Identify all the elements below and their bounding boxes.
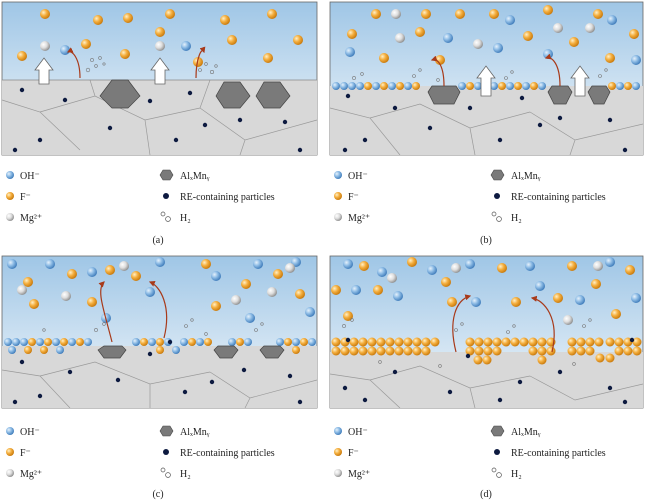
legend-al-label: AlₓMnᵧ [180,427,210,438]
hydrogen-bubbles [85,56,218,75]
legend-f-label: F⁻ [20,448,31,459]
legend-oh-label: OH⁻ [20,171,40,182]
legend-mg-label: Mg²⁺ [348,469,370,480]
rare-earth-particles [12,87,303,153]
legend-d: OH⁻ F⁻ Mg²⁺ AlₓMnᵧ RE-containing particl… [334,425,606,500]
cathodic-arrows [66,46,206,79]
legend-h2-label: H₂ [511,213,522,224]
legend-f-label: F⁻ [20,192,31,203]
legend-f-label: F⁻ [348,192,359,203]
legend-mg-label: Mg²⁺ [348,213,370,224]
legend-re-label: RE-containing particles [511,448,606,459]
legend-h2-label: H₂ [511,469,522,480]
panel-a [1,1,318,156]
legend-mg-label: Mg²⁺ [20,469,42,480]
panel-c-caption: (c) [152,489,163,500]
legend-a: OH⁻ F⁻ Mg²⁺ AlₓMnᵧ RE-containing particl… [6,169,275,246]
legend-al-label: AlₓMnᵧ [511,171,541,182]
legend-re-label: RE-containing particles [180,448,275,459]
legend-h2-label: H₂ [180,213,191,224]
panel-d [329,255,644,409]
legend-c: OH⁻ F⁻ Mg²⁺ AlₓMnᵧ RE-containing particl… [6,425,275,500]
legend-re-label: RE-containing particles [511,192,606,203]
dissolution-arrows [34,57,170,85]
panel-d-caption: (d) [480,489,492,500]
legend-al-label: AlₓMnᵧ [511,427,541,438]
legend-oh-label: OH⁻ [20,427,40,438]
legend-f-label: F⁻ [348,448,359,459]
legend-re-label: RE-containing particles [180,192,275,203]
legend-b: OH⁻ F⁻ Mg²⁺ AlₓMnᵧ RE-containing particl… [334,169,606,246]
panel-b-caption: (b) [480,235,492,246]
ions [17,9,303,67]
legend-mg-label: Mg²⁺ [20,213,42,224]
intermetallic-particles [99,79,291,109]
legend-oh-label: OH⁻ [348,171,368,182]
legend-h2-label: H₂ [180,469,191,480]
panel-c [1,255,318,409]
panel-a-caption: (a) [152,235,163,246]
panel-b [329,1,644,156]
legend-oh-label: OH⁻ [348,427,368,438]
legend-al-label: AlₓMnᵧ [180,171,210,182]
film-layer [332,82,640,90]
